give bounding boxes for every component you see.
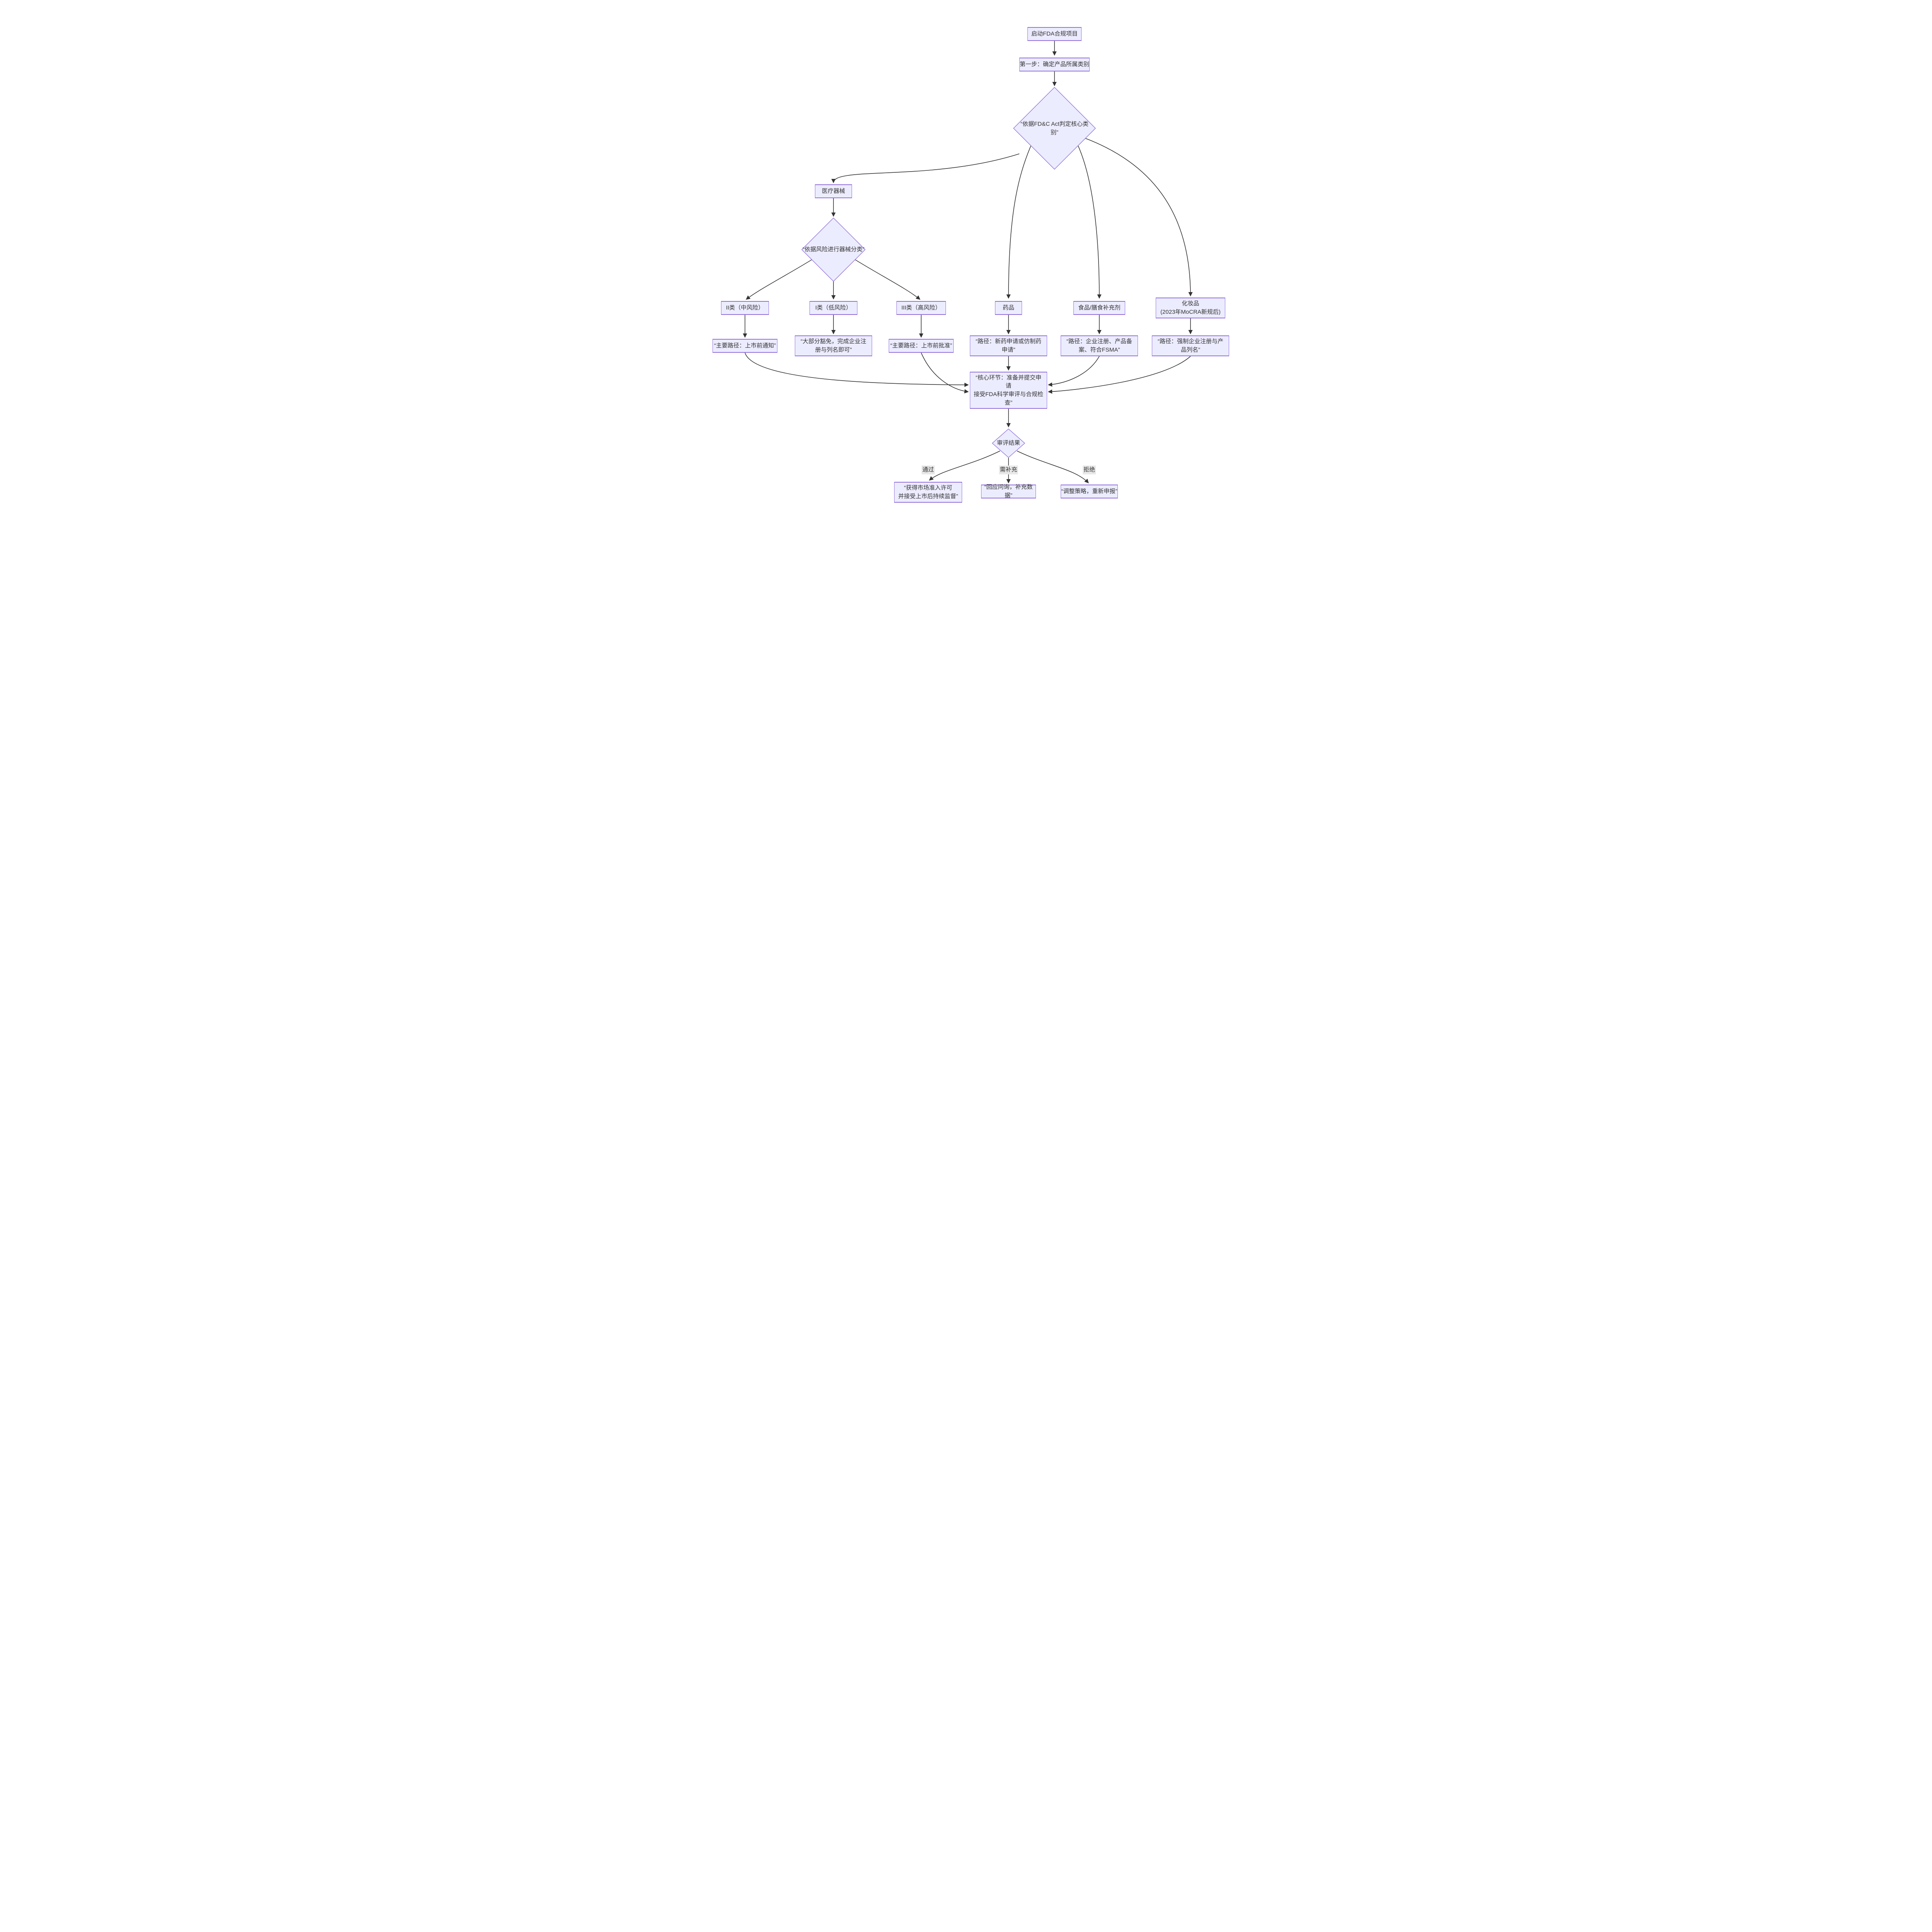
node-step1-label: 第一步：确定产品所属类别 — [1020, 61, 1090, 68]
node-cosmetic: 化妆品 (2023年MoCRA新规后) — [1156, 298, 1225, 318]
node-outcome-supplement: “回应问询，补充数据” — [981, 484, 1036, 499]
edge-label-pass: 通过 — [921, 465, 935, 474]
node-drug: 药品 — [995, 301, 1022, 315]
flowchart-canvas: 启动FDA合规项目 第一步：确定产品所属类别 医疗器械 II类（中风险） I类（… — [684, 0, 1248, 522]
node-outcome-reject-label: “调整策略，重新申报” — [1061, 488, 1117, 495]
edge-classify-cosmetic — [1085, 138, 1193, 297]
edges-layer — [743, 41, 1193, 484]
edge-result-reject — [1017, 451, 1089, 483]
edge-pathcosmetic-core — [1048, 356, 1191, 394]
node-outcome-reject: “调整策略，重新申报” — [1061, 485, 1118, 498]
node-class3-high-risk: III类（高风险） — [896, 301, 946, 315]
node-core-submission: “核心环节：准备并提交申 请 接受FDA科学审评与合规检 查” — [970, 372, 1047, 409]
node-step1: 第一步：确定产品所属类别 — [1019, 58, 1090, 71]
edge-pathclass2-core — [745, 352, 969, 387]
edge-classify-drug — [1006, 145, 1031, 299]
node-path-premarket-approval: “主要路径：上市前批准” — [889, 339, 954, 353]
diamond-device-classify — [801, 218, 866, 282]
edge-label-supplement: 需补充 — [999, 465, 1018, 474]
node-class2-medium-risk: II类（中风险） — [721, 301, 769, 315]
node-path-food-fsma-label: “路径：企业注册、产品备 案、符合FSMA” — [1066, 338, 1132, 353]
edge-classify-food — [1078, 145, 1102, 299]
node-food-supplement-label: 食品/膳食补充剂 — [1078, 304, 1121, 311]
edge-classify-device — [831, 153, 1020, 184]
node-class3-label: III类（高风险） — [901, 304, 941, 311]
edge-pathclass3-core — [921, 352, 969, 394]
node-class1-label: I类（低风险） — [815, 304, 852, 311]
diamond-classify — [1013, 87, 1096, 170]
node-class2-label: II类（中风险） — [726, 304, 764, 311]
node-start: 启动FDA合规项目 — [1027, 27, 1082, 41]
node-path-food-fsma: “路径：企业注册、产品备 案、符合FSMA” — [1061, 335, 1138, 356]
diamond-review-result — [992, 429, 1026, 458]
node-class1-low-risk: I类（低风险） — [810, 301, 857, 315]
edge-result-pass — [929, 451, 1000, 481]
edge-label-reject: 拒绝 — [1082, 465, 1096, 474]
node-core-submission-label: “核心环节：准备并提交申 请 接受FDA科学审评与合规检 查” — [973, 374, 1043, 406]
node-path-drug-application: “路径：新药申请或仿制药 申请” — [970, 335, 1047, 356]
node-start-label: 启动FDA合规项目 — [1031, 31, 1078, 37]
node-outcome-pass: “获得市场准入许可 并接受上市后持续监督” — [894, 482, 962, 503]
node-path-premarket-notification-label: “主要路径：上市前通知” — [714, 342, 776, 349]
edge-deviceclass-class2 — [746, 259, 812, 300]
node-path-cosmetic-listing-label: “路径：强制企业注册与产 品列名” — [1158, 338, 1223, 353]
node-outcome-pass-label: “获得市场准入许可 并接受上市后持续监督” — [898, 485, 958, 500]
node-path-premarket-approval-label: “主要路径：上市前批准” — [890, 342, 952, 349]
node-path-premarket-notification: “主要路径：上市前通知” — [713, 339, 777, 353]
node-outcome-supplement-label: “回应问询，补充数据” — [984, 484, 1033, 499]
edge-deviceclass-class3 — [855, 259, 920, 300]
node-path-drug-application-label: “路径：新药申请或仿制药 申请” — [976, 338, 1041, 353]
node-path-exempt-registration: “大部分豁免，完成企业注 册与列名即可” — [795, 335, 872, 356]
node-drug-label: 药品 — [1002, 304, 1014, 311]
edge-pathfood-core — [1048, 356, 1100, 387]
node-path-exempt-registration-label: “大部分豁免，完成企业注 册与列名即可” — [801, 338, 866, 353]
node-cosmetic-label: 化妆品 (2023年MoCRA新规后) — [1160, 300, 1221, 315]
node-food-supplement: 食品/膳食补充剂 — [1073, 301, 1125, 315]
node-medical-device-label: 医疗器械 — [821, 188, 845, 195]
node-path-cosmetic-listing: “路径：强制企业注册与产 品列名” — [1152, 335, 1229, 356]
node-medical-device: 医疗器械 — [815, 184, 852, 198]
